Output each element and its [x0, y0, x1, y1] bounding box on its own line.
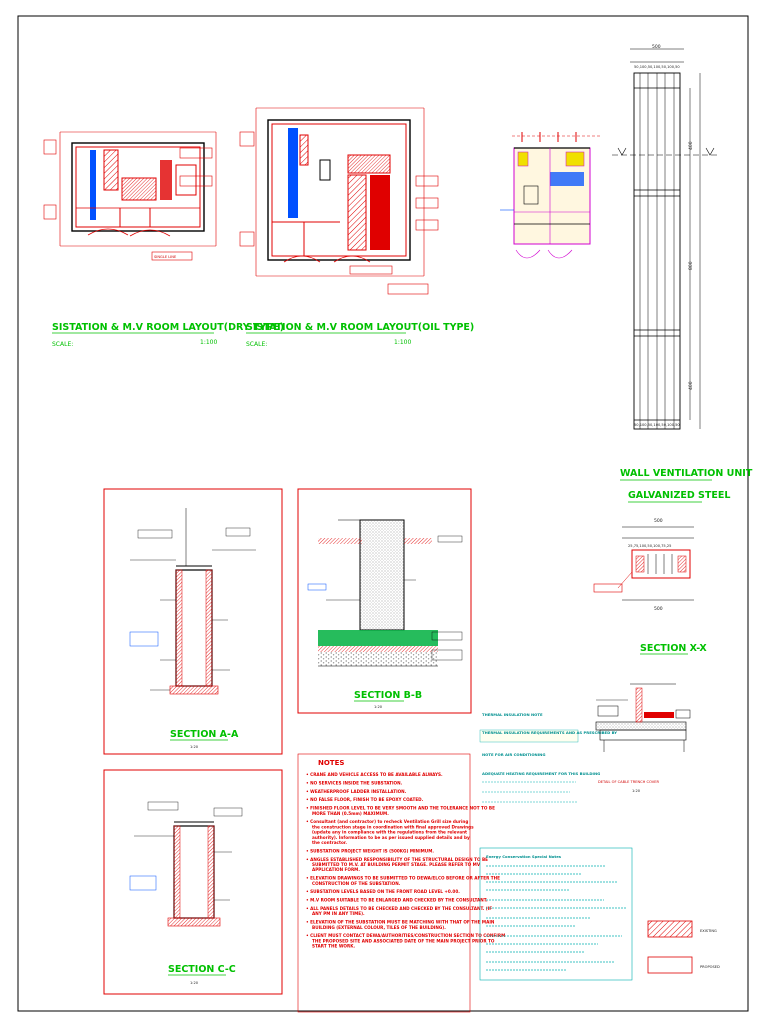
note-item: • WEATHERPROOF LADDER INSTALLATION.: [306, 789, 407, 794]
energy-heading: Energy Conservation Special Notes: [486, 854, 562, 859]
plan-dry-scale-label: SCALE:: [52, 341, 73, 348]
section-cc-scale: 1:20: [190, 981, 199, 985]
note-item: • SUBSTATION PROJECT WEIGHT IS (500KG) M…: [306, 848, 434, 853]
note-item: • Consultant (and contractor) to recheck…: [306, 819, 474, 845]
section-aa-scale: 1:20: [190, 745, 199, 749]
section-xx-detail: [593, 526, 694, 601]
thermal-note-block: [479, 729, 579, 743]
wall-unit-bottom-dims: 50,100,50,100,50,100,50: [634, 423, 680, 427]
wall-unit-sub-dims: 50,100,50,100,50,100,50: [634, 65, 680, 69]
section-xx-title: SECTION X-X: [640, 643, 707, 654]
svg-text:800: 800: [688, 261, 694, 270]
section-aa-panel: [103, 488, 283, 755]
svg-text:SINGLE LINE: SINGLE LINE: [154, 255, 177, 259]
section-bb-title: SECTION B-B: [354, 690, 422, 701]
ac-note-line: ADEQUATE HEATING REQUIREMENT FOR THIS BU…: [482, 771, 600, 776]
notes-heading: NOTES: [318, 759, 344, 767]
wall-unit-title: WALL VENTILATION UNIT: [620, 468, 753, 479]
section-aa-title: SECTION A-A: [170, 729, 239, 740]
trench-cover-title: DETAIL OF CABLE TRENCH COVER: [598, 780, 660, 784]
cable-trench-cover-detail: [595, 683, 691, 752]
legend: [647, 920, 693, 974]
note-item: • NO FALSE FLOOR, FINISH TO BE EPOXY COA…: [306, 797, 424, 802]
legend-existing-label: EXISTING: [700, 929, 717, 933]
wall-unit-material: GALVANIZED STEEL: [628, 490, 730, 501]
plan-oil-type: [239, 107, 439, 295]
note-item: • NO SERVICES INSIDE THE SUBSTATION.: [306, 780, 403, 785]
note-item: • SUBSTATION LEVELS BASED ON THE FRONT R…: [306, 889, 460, 894]
notes-list: • CRANE AND VEHICLE ACCESS TO BE AVAILAB…: [306, 772, 505, 949]
section-xx-bottom-dim: 500: [654, 606, 663, 612]
plan-dry-type: SINGLE LINE: [43, 131, 217, 261]
thermal-note-line: THERMAL INSULATION REQUIREMENTS AND AS P…: [482, 730, 617, 735]
thermal-note-heading: THERMAL INSULATION NOTE: [482, 712, 543, 717]
notes-panel: [297, 753, 471, 1013]
plan-oil-scale-label: SCALE:: [246, 341, 267, 348]
section-bb-panel: [297, 488, 472, 714]
note-item: • CLIENT MUST CONTACT DEWA/AUTHORITIES/C…: [306, 933, 505, 948]
svg-text:400: 400: [688, 141, 694, 150]
section-bb-scale: 1:20: [374, 705, 383, 709]
trench-cover-scale: 1:20: [632, 789, 641, 793]
legend-proposed-swatch: [647, 956, 693, 974]
plan-dry-scale-value: 1:100: [200, 339, 217, 346]
legend-proposed-label: PROPOSED: [700, 965, 720, 969]
section-cc-panel: [103, 769, 283, 995]
plan-dry-title: SISTATION & M.V ROOM LAYOUT(DRY TYPE): [52, 322, 284, 333]
note-item: • ANGLES ESTABLISHED RESPONSIBILITY OF T…: [306, 857, 488, 872]
section-xx-sub-dims: 25,75,100,50,100,75,25: [628, 544, 671, 548]
plan-oil-scale-value: 1:100: [394, 339, 411, 346]
note-item: • ELEVATION OF THE SUBSTATION MUST BE MA…: [306, 920, 495, 930]
energy-conservation-box: [479, 847, 633, 981]
ac-note-text: [482, 781, 578, 803]
note-item: • M.V ROOM SUITABLE TO BE ENLARGED AND C…: [306, 898, 488, 903]
section-cc-title: SECTION C-C: [168, 964, 236, 975]
svg-text:400: 400: [688, 381, 694, 390]
plan-oil-title: SISTATION & M.V ROOM LAYOUT(OIL TYPE): [246, 322, 474, 333]
section-xx-top-dim: 500: [654, 518, 663, 524]
substation-elevation: [500, 132, 600, 259]
note-item: • ELEVATION DRAWINGS TO BE SUBMITTED TO …: [306, 876, 500, 886]
ac-note-heading: NOTE FOR AIR CONDITIONING: [482, 752, 545, 757]
note-item: • ALL PANELS DETAILS TO BE CHECKED AND C…: [306, 906, 492, 916]
note-item: • FINISHED FLOOR LEVEL TO BE VERY SMOOTH…: [306, 806, 495, 816]
note-item: • CRANE AND VEHICLE ACCESS TO BE AVAILAB…: [306, 772, 443, 777]
wall-unit-top-dim: 500: [652, 44, 661, 50]
wall-ventilation-unit: 400 800 400: [612, 48, 720, 430]
legend-existing-swatch: [647, 920, 693, 938]
sheet-border: [17, 15, 749, 1012]
